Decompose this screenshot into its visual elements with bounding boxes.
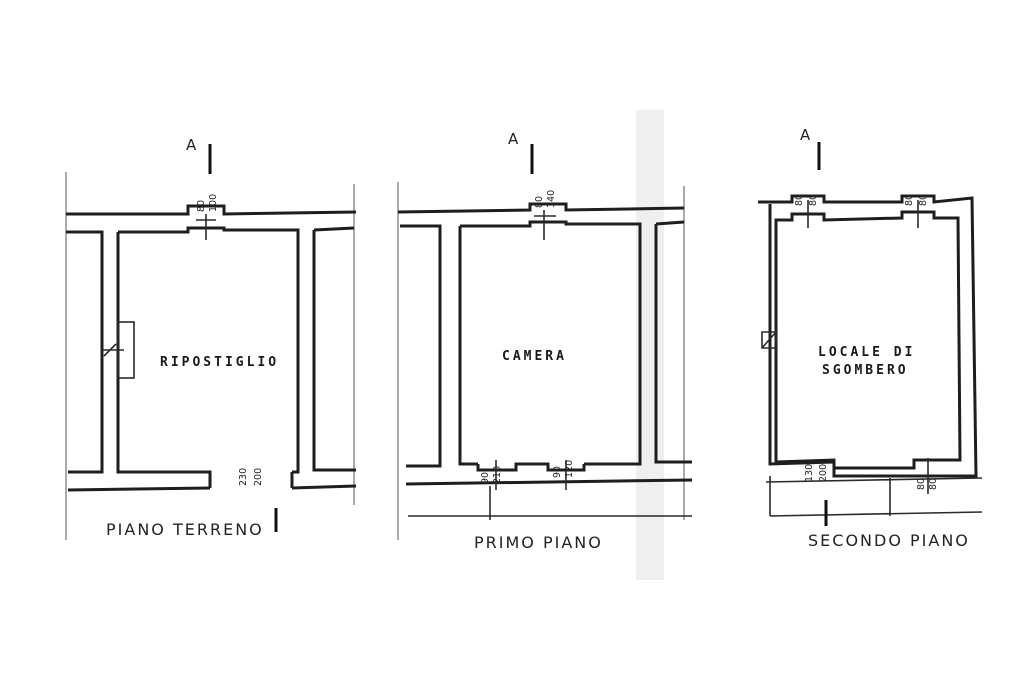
wall-room-top-right	[118, 226, 300, 474]
plan-secondo-piano: A 80 80 80 80 130 200 80 80 LOCALE DI SG…	[758, 126, 983, 550]
plan-piano-terreno: A 80 100 230 200 RIPOSTIGLIO PIANO TERRE…	[65, 136, 357, 540]
dim-bottom-right-window-1: 80	[916, 478, 927, 490]
section-marker-label: A	[186, 136, 197, 154]
wall-bottom-outer	[405, 478, 693, 486]
dim-bottom-left-window-1: 130	[804, 464, 815, 482]
room-label-ripostiglio: RIPOSTIGLIO	[160, 355, 279, 370]
section-marker-label: A	[800, 126, 811, 144]
dim-bottom-opening-2: 200	[253, 468, 264, 486]
wall-left-adjacent	[66, 230, 104, 474]
wall-bottom-outer	[67, 484, 357, 492]
floor-label-primo-piano: PRIMO PIANO	[474, 533, 603, 552]
wall-right-adjacent	[312, 230, 356, 472]
wall-left-adjacent	[400, 224, 442, 468]
dim-bottom-opening-1: 230	[238, 468, 249, 486]
wall-top-outer	[397, 202, 685, 214]
floor-label-piano-terreno: PIANO TERRENO	[106, 520, 264, 539]
wall-right-adjacent-top	[313, 226, 355, 232]
floor-label-secondo-piano: SECONDO PIANO	[808, 531, 970, 550]
flue-symbol	[761, 331, 777, 349]
room-label-sgombero: SGOMBERO	[822, 363, 909, 378]
dim-top-window-1: 80	[196, 200, 207, 212]
wall-room-bottom	[476, 462, 586, 472]
dim-bottom-left-window-2: 200	[818, 464, 829, 482]
dim-bottom-left-window-2: 210	[492, 466, 503, 484]
wall-inner	[774, 210, 962, 470]
room-label-camera: CAMERA	[502, 349, 567, 364]
dim-top-right-window-1: 80	[904, 194, 915, 206]
dim-top-window-2: 100	[208, 194, 219, 212]
room-label-locale-di: LOCALE DI	[818, 345, 915, 360]
wall-room-top-right	[460, 220, 642, 466]
flue-symbol	[102, 343, 124, 357]
wall-outer	[758, 194, 978, 478]
section-marker-label: A	[508, 130, 519, 148]
wall-room-left	[458, 226, 478, 466]
base-outline	[765, 476, 983, 517]
dim-bottom-right-window-2: 80	[928, 478, 939, 490]
dim-top-left-window-2: 80	[808, 194, 819, 206]
dim-top-right-window-2: 80	[918, 194, 929, 206]
dim-top-left-window-1: 80	[794, 194, 805, 206]
dim-bottom-right-window-1: 90	[552, 466, 563, 478]
dim-top-window-1: 80	[534, 196, 545, 208]
wall-right-adjacent	[654, 220, 692, 464]
dim-bottom-right-window-2: 120	[564, 460, 575, 478]
plan-primo-piano: A 80 140 90 210 90 120 CAMERA PRIMO PIAN…	[397, 130, 693, 552]
wall-top-outer	[66, 204, 357, 216]
dim-top-window-2: 140	[546, 190, 557, 208]
dim-bottom-left-window-1: 90	[480, 472, 491, 484]
